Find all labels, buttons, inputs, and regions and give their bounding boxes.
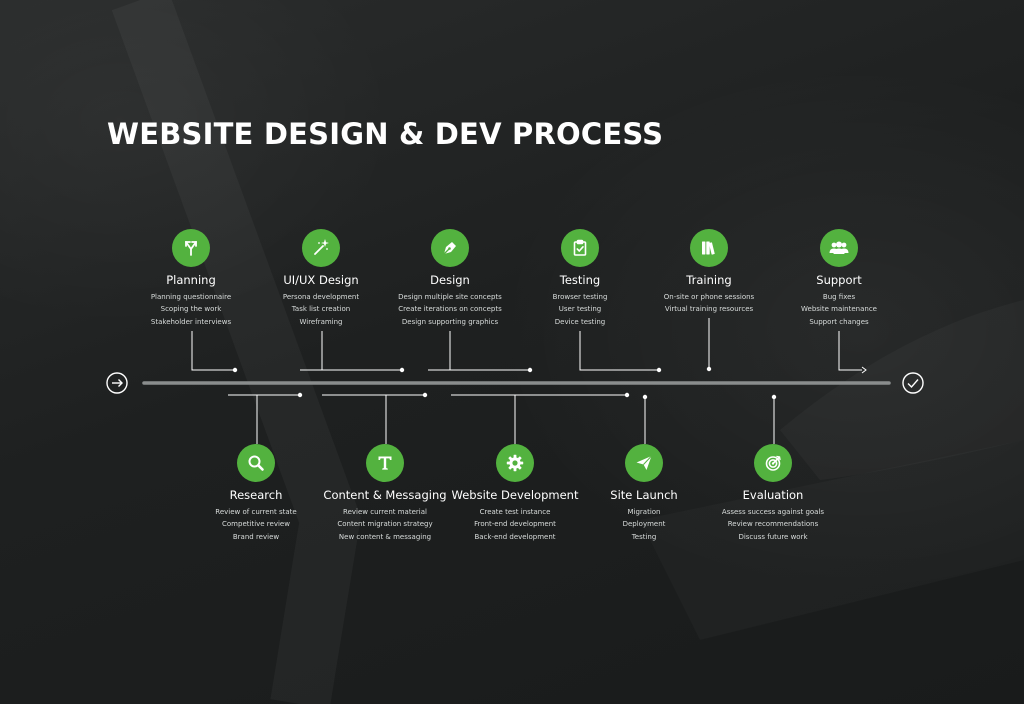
users-icon — [820, 229, 858, 267]
stage-items: On-site or phone sessions Virtual traini… — [644, 291, 774, 316]
list-item: New content & messaging — [338, 532, 432, 541]
list-item: Competitive review — [222, 520, 290, 529]
list-item: Create test instance — [479, 508, 551, 516]
list-item: Create iterations on concepts — [398, 305, 502, 314]
stage-name: Design — [430, 273, 470, 287]
list-item: User testing — [558, 305, 602, 314]
stage-items: Create test instance Front-end developme… — [440, 506, 590, 543]
stage-items: Review of current state Competitive revi… — [191, 506, 321, 543]
list-item: Design multiple site concepts — [398, 293, 502, 301]
list-item: Virtual training resources — [664, 305, 754, 314]
list-item: Discuss future work — [738, 532, 808, 541]
list-item: Design supporting graphics — [401, 317, 499, 326]
list-item: Assess success against goals — [721, 508, 825, 516]
split-arrows-icon — [172, 229, 210, 267]
stage-evaluation: Evaluation Assess success against goals … — [708, 444, 838, 543]
list-item: Persona development — [282, 293, 360, 301]
stage-content-messaging: Content & Messaging Review current mater… — [310, 444, 460, 543]
list-item: Support changes — [809, 317, 869, 326]
list-item: Review recommendations — [727, 520, 819, 529]
list-item: Front-end development — [474, 520, 556, 529]
stage-name: UI/UX Design — [283, 273, 359, 287]
stage-items: Persona development Task list creation W… — [256, 291, 386, 328]
stage-training: Training On-site or phone sessions Virtu… — [644, 229, 774, 316]
list-item: Review current material — [343, 508, 427, 516]
stage-name: Website Development — [451, 488, 579, 502]
stage-testing: Testing Browser testing User testing Dev… — [515, 229, 645, 328]
clipboard-check-icon — [561, 229, 599, 267]
stage-items: Browser testing User testing Device test… — [515, 291, 645, 328]
stage-website-development: Website Development Create test instance… — [440, 444, 590, 543]
text-t-icon — [366, 444, 404, 482]
stage-items: Migration Deployment Testing — [579, 506, 709, 543]
list-item: Testing — [631, 532, 657, 541]
bottom-connector-dots — [297, 392, 777, 400]
bottom-connectors — [228, 394, 775, 444]
list-item: Task list creation — [291, 305, 351, 314]
top-connectors — [191, 318, 862, 371]
page-title: WEBSITE DESIGN & DEV PROCESS — [107, 117, 664, 151]
list-item: Bug fixes — [822, 293, 856, 301]
stage-site-launch: Site Launch Migration Deployment Testing — [579, 444, 709, 543]
stage-items: Planning questionnaire Scoping the work … — [126, 291, 256, 328]
list-item: Browser testing — [552, 293, 608, 301]
stage-design: Design Design multiple site concepts Cre… — [385, 229, 515, 328]
stage-name: Site Launch — [610, 488, 678, 502]
list-item: Brand review — [232, 532, 280, 541]
list-item: Review of current state — [215, 508, 297, 516]
list-item: Website maintenance — [801, 305, 877, 314]
stage-name: Testing — [559, 273, 601, 287]
stage-research: Research Review of current state Competi… — [191, 444, 321, 543]
target-icon — [754, 444, 792, 482]
books-icon — [690, 229, 728, 267]
pen-nib-icon — [431, 229, 469, 267]
top-connector-dots — [232, 366, 712, 373]
list-item: Deployment — [622, 520, 666, 529]
stage-name: Training — [686, 273, 732, 287]
stage-items: Assess success against goals Review reco… — [708, 506, 838, 543]
magnifier-icon — [237, 444, 275, 482]
paper-plane-icon — [625, 444, 663, 482]
stage-support: Support Bug fixes Website maintenance Su… — [774, 229, 904, 328]
list-item: Migration — [627, 508, 661, 516]
list-item: Planning questionnaire — [150, 293, 232, 301]
gear-icon — [496, 444, 534, 482]
stage-name: Content & Messaging — [323, 488, 447, 502]
list-item: Device testing — [554, 317, 606, 326]
list-item: Scoping the work — [160, 305, 222, 314]
list-item: On-site or phone sessions — [663, 293, 755, 301]
arrow-right-circle-icon — [106, 372, 128, 394]
stage-name: Evaluation — [742, 488, 804, 502]
stage-items: Design multiple site concepts Create ite… — [385, 291, 515, 328]
stage-ui-ux-design: UI/UX Design Persona development Task li… — [256, 229, 386, 328]
check-circle-icon — [902, 372, 924, 394]
stage-name: Support — [816, 273, 862, 287]
magic-wand-icon — [302, 229, 340, 267]
stage-name: Research — [229, 488, 283, 502]
stage-name: Planning — [166, 273, 216, 287]
list-item: Back-end development — [474, 532, 556, 541]
list-item: Wireframing — [299, 317, 343, 326]
stage-items: Review current material Content migratio… — [310, 506, 460, 543]
list-item: Stakeholder interviews — [150, 317, 232, 326]
stage-items: Bug fixes Website maintenance Support ch… — [774, 291, 904, 328]
list-item: Content migration strategy — [337, 520, 433, 529]
stage-planning: Planning Planning questionnaire Scoping … — [126, 229, 256, 328]
